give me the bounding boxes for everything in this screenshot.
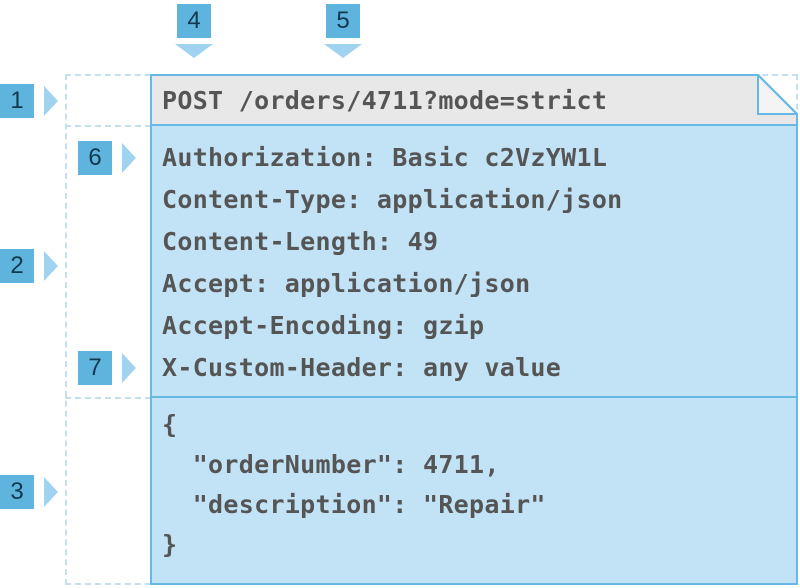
body-line-open-brace: { bbox=[162, 410, 178, 439]
header-line-content-type: Content-Type: application/json bbox=[162, 185, 623, 214]
body-line-close-brace: } bbox=[162, 530, 178, 559]
callout-7-arrow-icon bbox=[122, 353, 136, 383]
dashed-divider-request-line bbox=[65, 125, 151, 127]
http-request-document bbox=[150, 74, 798, 585]
header-line-content-length: Content-Length: 49 bbox=[162, 227, 439, 256]
callout-5-arrow-icon bbox=[324, 44, 362, 58]
header-line-custom: X-Custom-Header: any value bbox=[162, 353, 562, 382]
callout-6-arrow-icon bbox=[122, 143, 136, 173]
callout-2: 2 bbox=[0, 249, 34, 283]
dashed-divider-headers bbox=[65, 397, 151, 399]
callout-1-arrow-icon bbox=[44, 86, 58, 116]
callout-4-arrow-icon bbox=[175, 44, 213, 58]
header-line-authorization: Authorization: Basic c2VzYW1L bbox=[162, 143, 608, 172]
document-outline bbox=[150, 74, 798, 585]
request-line-band bbox=[151, 75, 797, 125]
callout-4: 4 bbox=[177, 4, 211, 38]
document-shape bbox=[150, 74, 798, 585]
callout-5: 5 bbox=[326, 4, 360, 38]
callout-7: 7 bbox=[78, 351, 112, 385]
callout-1: 1 bbox=[0, 84, 34, 118]
callout-2-arrow-icon bbox=[44, 251, 58, 281]
callout-3: 3 bbox=[0, 475, 34, 509]
callout-6: 6 bbox=[78, 141, 112, 175]
request-line: POST /orders/4711?mode=strict bbox=[162, 86, 608, 115]
body-line-order-number: "orderNumber": 4711, bbox=[162, 450, 500, 479]
header-line-accept-encoding: Accept-Encoding: gzip bbox=[162, 311, 485, 340]
header-line-accept: Accept: application/json bbox=[162, 269, 531, 298]
body-line-description: "description": "Repair" bbox=[162, 490, 546, 519]
callout-3-arrow-icon bbox=[44, 477, 58, 507]
